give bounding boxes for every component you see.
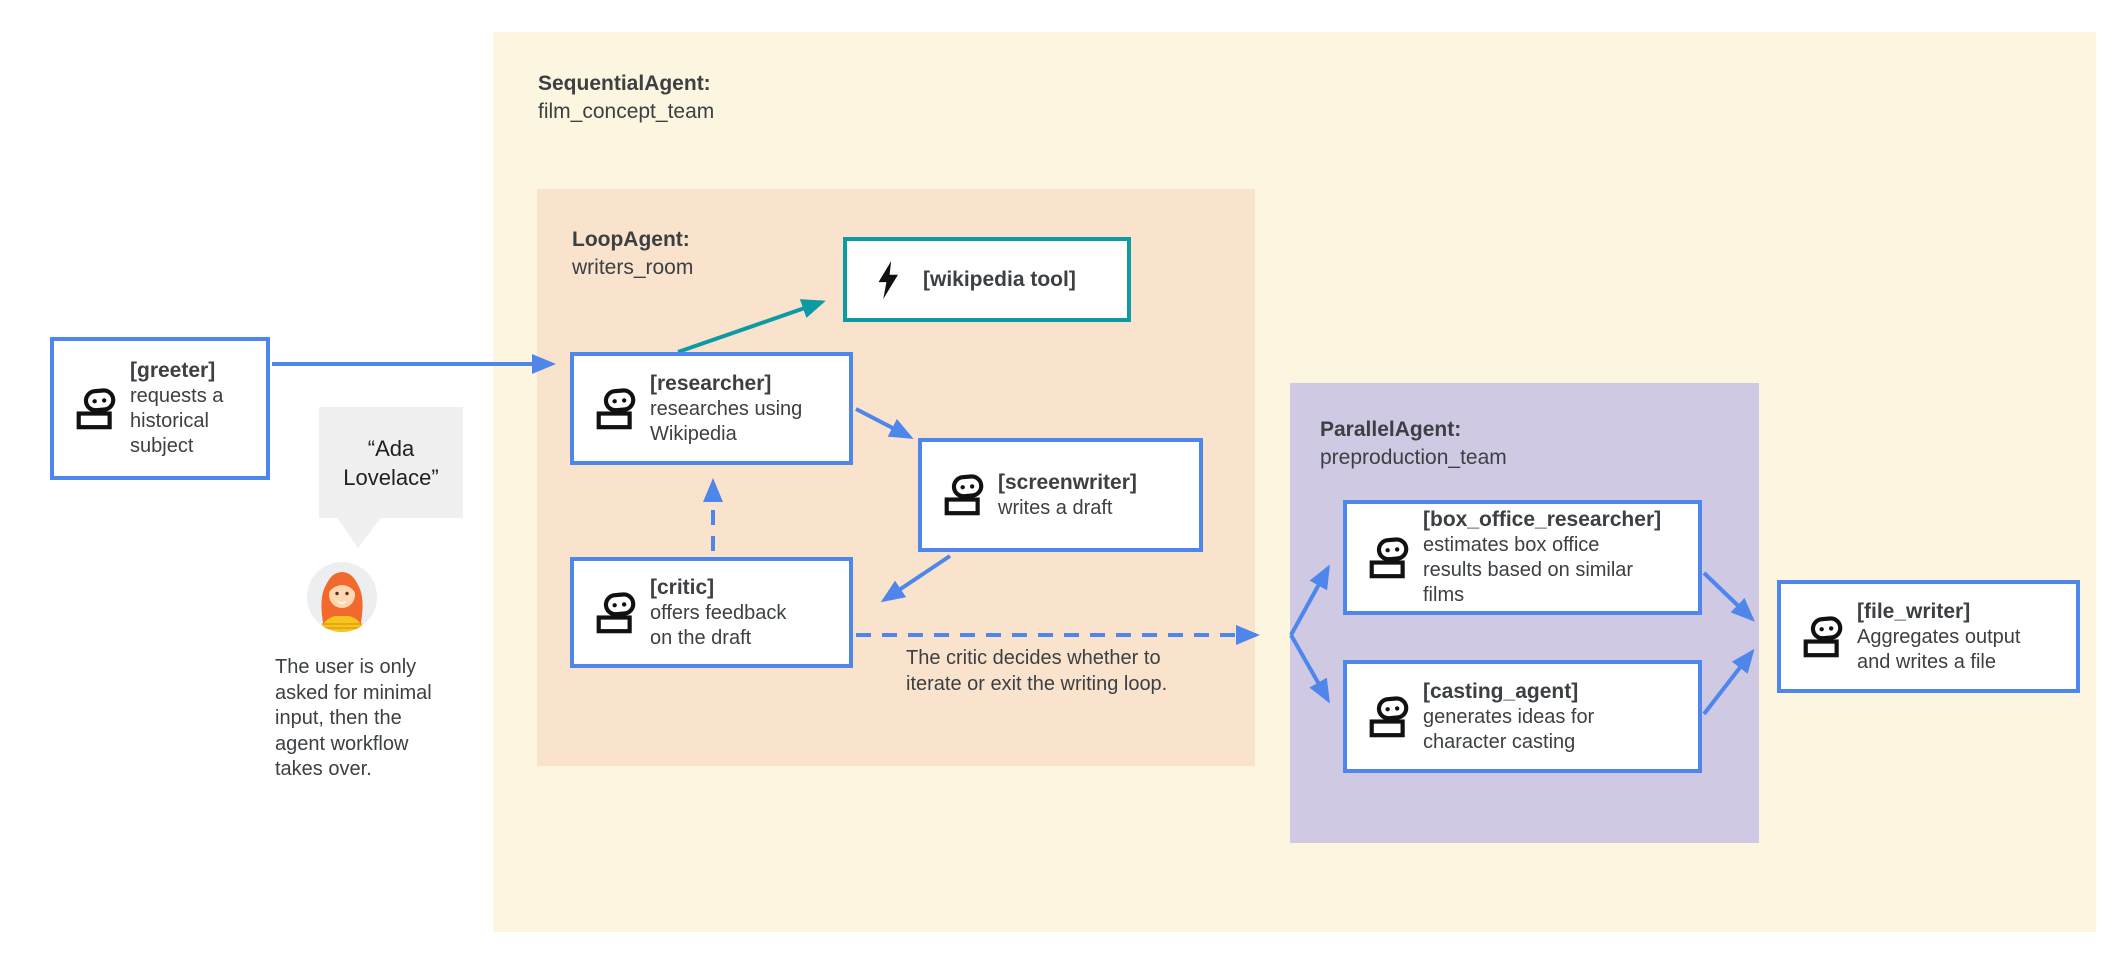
node-screenwriter: [screenwriter] writes a draft (918, 438, 1203, 552)
node-box-office-researcher-desc: estimates box office results based on si… (1423, 533, 1661, 608)
desc-line: requests a (130, 385, 224, 407)
node-casting-agent-text: [casting_agent] generates ideas for char… (1423, 679, 1594, 755)
parallel-agent-subtitle: preproduction_team (1320, 446, 1507, 469)
robot-icon (596, 590, 636, 636)
node-researcher-desc: researches using Wikipedia (650, 397, 802, 447)
label-sequential-agent: SequentialAgent: film_concept_team (538, 70, 714, 126)
avatar-smile (337, 600, 347, 604)
note-line: iterate or exit the writing loop. (906, 672, 1168, 695)
robot-icon (1369, 535, 1409, 581)
node-box-office-researcher-text: [box_office_researcher] estimates box of… (1423, 507, 1661, 608)
note-line: The critic decides whether to (906, 647, 1161, 669)
desc-line: and writes a file (1857, 650, 1996, 673)
node-wikipedia-tool-title: [wikipedia tool] (923, 267, 1076, 291)
avatar-face (329, 582, 355, 608)
sequential-agent-subtitle: film_concept_team (538, 100, 715, 123)
desc-line: researches using (650, 397, 803, 420)
robot-icon (944, 472, 984, 518)
desc-line: generates ideas for (1423, 705, 1595, 728)
label-loop-agent: LoopAgent: writers_room (572, 226, 693, 282)
node-researcher: [researcher] researches using Wikipedia (570, 352, 853, 465)
node-box-office-researcher-title: [box_office_researcher] (1423, 508, 1662, 531)
node-greeter: [greeter] requests a historical subject (50, 337, 270, 480)
node-researcher-text: [researcher] researches using Wikipedia (650, 371, 802, 447)
node-greeter-desc: requests a historical subject (130, 384, 223, 459)
node-critic-desc: offers feedback on the draft (650, 601, 786, 651)
node-casting-agent-desc: generates ideas for character casting (1423, 705, 1594, 755)
robot-icon (1803, 614, 1843, 660)
robot-icon (76, 386, 116, 432)
desc-line: Aggregates output (1857, 625, 2021, 648)
user-note: The user is only asked for minimal input… (275, 655, 432, 783)
desc-line: on the draft (650, 626, 752, 649)
node-critic-text: [critic] offers feedback on the draft (650, 575, 786, 651)
note-line: agent workflow (275, 732, 409, 755)
desc-line: character casting (1423, 730, 1576, 753)
robot-icon (1369, 694, 1409, 740)
node-screenwriter-title: [screenwriter] (998, 470, 1137, 494)
node-researcher-title: [researcher] (650, 371, 772, 395)
node-file-writer-title: [file_writer] (1857, 599, 1971, 623)
note-line: takes over. (275, 758, 372, 780)
note-line: input, then the (275, 707, 402, 729)
user-avatar (307, 562, 377, 632)
node-wikipedia-tool-text: [wikipedia tool] (923, 267, 1076, 293)
node-casting-agent-title: [casting_agent] (1423, 679, 1579, 703)
node-critic-title: [critic] (650, 575, 715, 599)
node-screenwriter-desc: writes a draft (998, 496, 1137, 521)
node-critic: [critic] offers feedback on the draft (570, 557, 853, 668)
desc-line: results based on similar (1423, 559, 1634, 581)
node-greeter-text: [greeter] requests a historical subject (130, 358, 223, 459)
desc-line: offers feedback (650, 601, 787, 624)
desc-line: Wikipedia (650, 422, 737, 445)
sequential-agent-title: SequentialAgent: (538, 72, 711, 95)
loop-agent-subtitle: writers_room (572, 256, 694, 279)
note-line: asked for minimal (275, 681, 432, 704)
lightning-icon (878, 260, 898, 299)
avatar-fringe (329, 579, 355, 592)
speech-bubble: “Ada Lovelace” (319, 407, 463, 518)
desc-line: estimates box office (1423, 534, 1600, 556)
node-casting-agent: [casting_agent] generates ideas for char… (1343, 660, 1702, 773)
node-wikipedia-tool: [wikipedia tool] (843, 237, 1131, 322)
node-file-writer: [file_writer] Aggregates output and writ… (1777, 580, 2080, 693)
speech-bubble-line: Lovelace” (343, 464, 439, 490)
desc-line: films (1423, 584, 1465, 606)
node-greeter-title: [greeter] (130, 359, 216, 382)
note-line: The user is only (275, 656, 417, 678)
node-screenwriter-text: [screenwriter] writes a draft (998, 470, 1137, 521)
node-box-office-researcher: [box_office_researcher] estimates box of… (1343, 500, 1702, 615)
parallel-agent-title: ParallelAgent: (1320, 418, 1462, 441)
desc-line: subject (130, 435, 194, 457)
node-file-writer-text: [file_writer] Aggregates output and writ… (1857, 599, 2020, 675)
robot-icon (596, 386, 636, 432)
label-parallel-agent: ParallelAgent: preproduction_team (1320, 416, 1507, 472)
desc-line: historical (130, 410, 209, 432)
loop-agent-title: LoopAgent: (572, 228, 690, 251)
node-file-writer-desc: Aggregates output and writes a file (1857, 625, 2020, 675)
speech-bubble-line: “Ada (367, 435, 415, 461)
critic-note: The critic decides whether to iterate or… (906, 646, 1167, 697)
speech-bubble-tail (336, 516, 382, 548)
desc-line: writes a draft (998, 496, 1113, 519)
